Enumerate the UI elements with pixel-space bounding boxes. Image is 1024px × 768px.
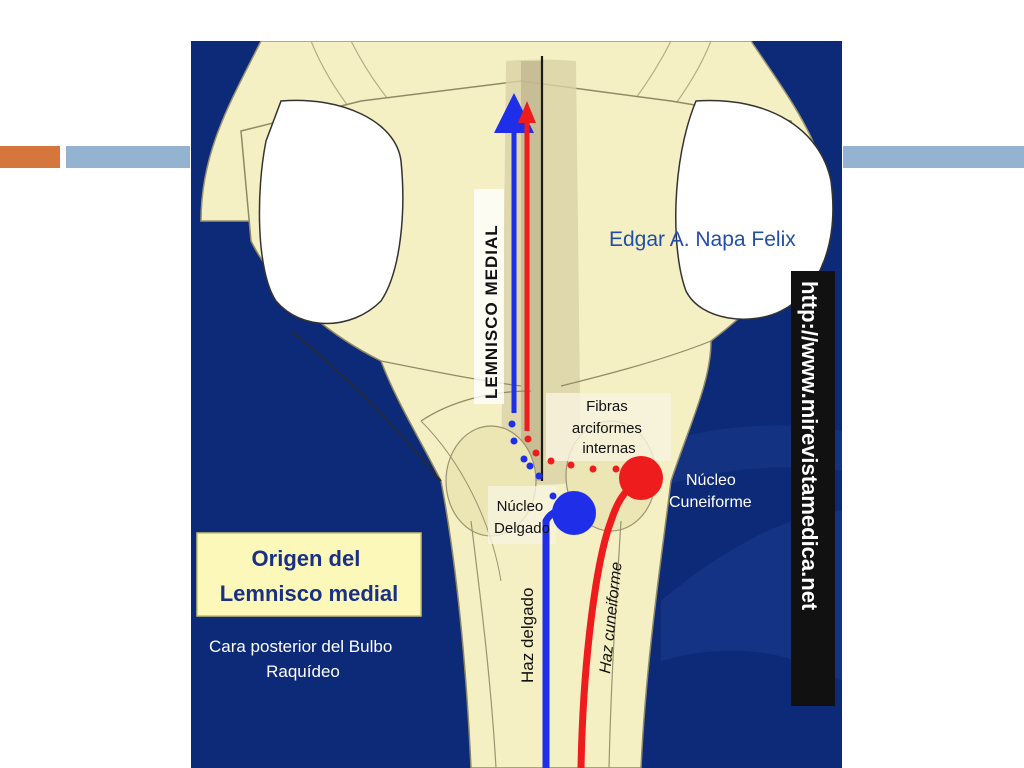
website-url: http://www.mirevistamedica.net: [797, 281, 822, 611]
medulla-diagram: LEMNISCO MEDIAL Edgar A. Napa Felix http…: [191, 41, 842, 768]
website-strip: [791, 271, 835, 706]
cuneiform-dotted-fibers: [524, 435, 620, 473]
blue-accent-bar-left: [66, 146, 190, 168]
title-box-text: Origen del Lemnisco medial: [220, 546, 399, 606]
title-box: [196, 532, 422, 617]
nucleus-cuneiform-label: Núcleo Cuneiforme: [669, 472, 752, 511]
right-hemisphere: [675, 99, 834, 320]
fibers-label: Fibras arciformes internas: [572, 398, 646, 457]
nucleus-cuneiform-dot: [619, 456, 663, 500]
tract-gracilis-label: Haz delgado: [518, 588, 537, 683]
nucleus-gracilis-label: Núcleo Delgado: [494, 498, 550, 537]
orange-accent-bar: [0, 146, 60, 168]
diagram-caption: Cara posterior del Bulbo Raquídeo: [209, 637, 397, 681]
blue-accent-bar-right: [843, 146, 1024, 168]
gracilis-dotted-fibers: [508, 420, 557, 500]
nucleus-gracilis-dot: [552, 491, 596, 535]
lemniscus-medial-label: LEMNISCO MEDIAL: [482, 224, 501, 399]
left-hemisphere: [258, 99, 404, 325]
author-name: Edgar A. Napa Felix: [609, 228, 796, 251]
red-arrowhead: [518, 101, 536, 123]
